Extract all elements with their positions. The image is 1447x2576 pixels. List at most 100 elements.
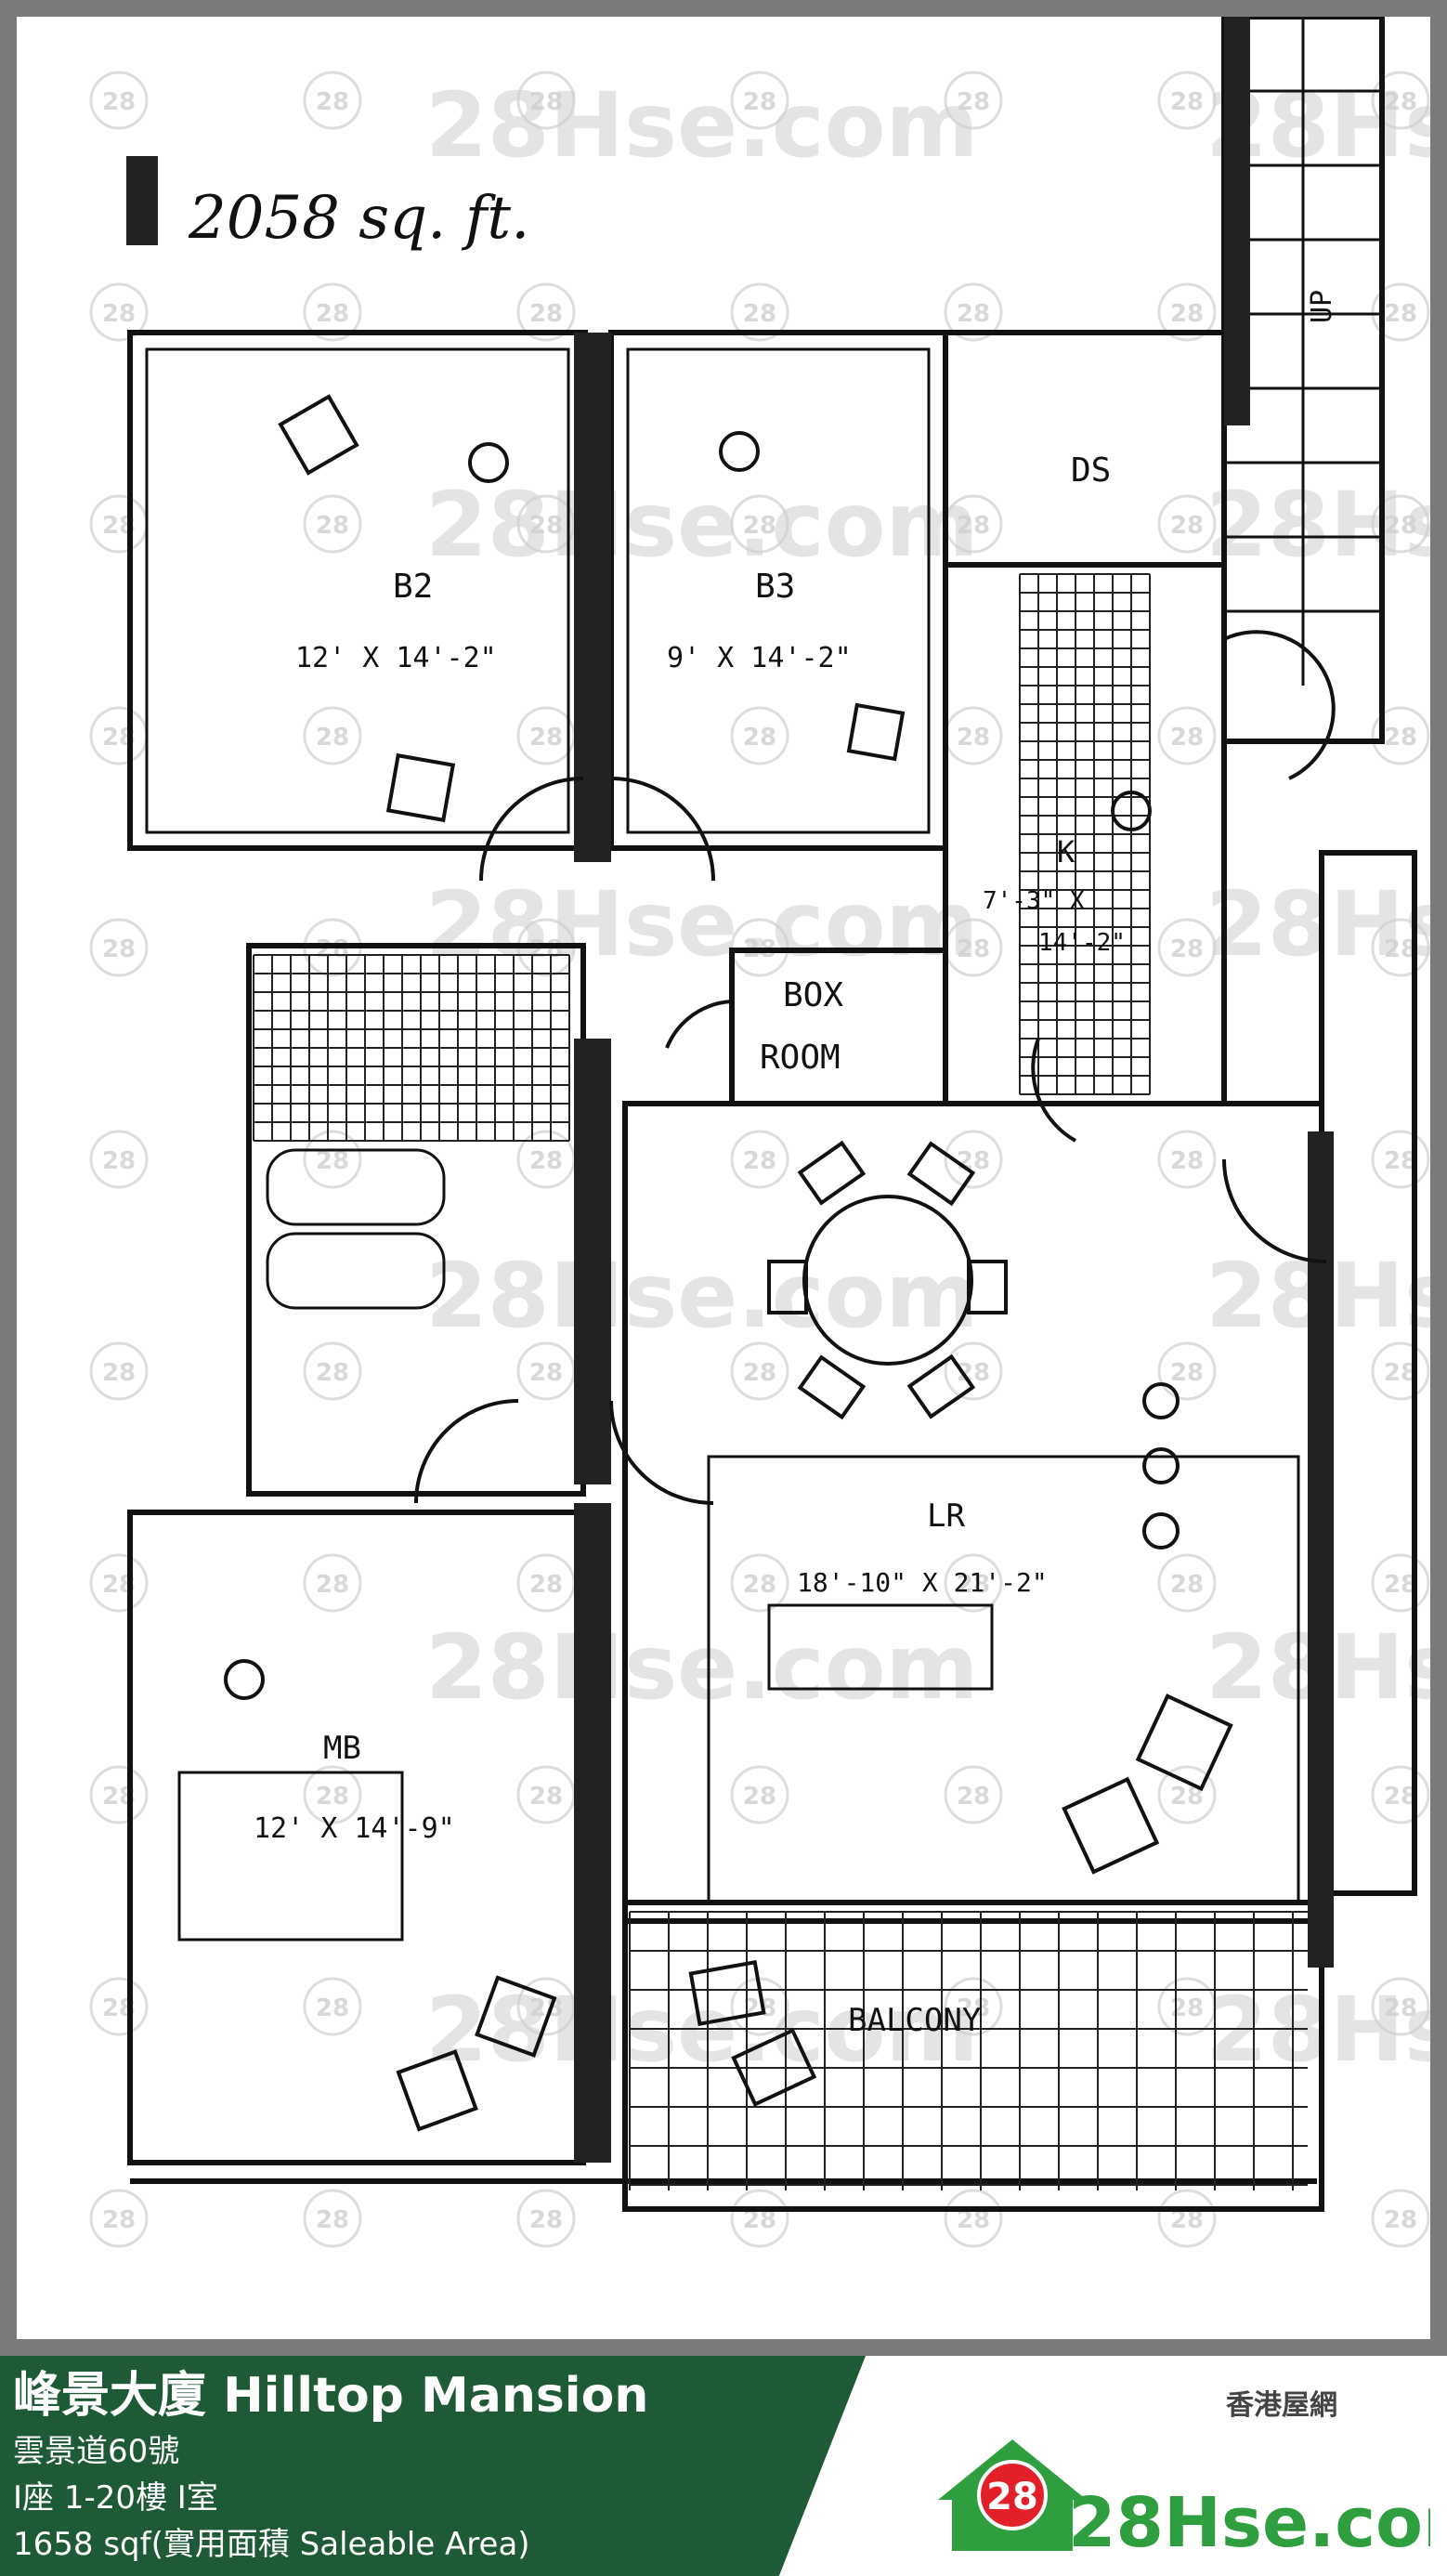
watermark-badge-icon <box>516 2189 576 2248</box>
watermark-badge-text: 28 <box>957 88 990 116</box>
watermark-badge-icon <box>1371 1553 1430 1613</box>
watermark-badge-text: 28 <box>316 1783 349 1811</box>
area-marker <box>126 156 158 245</box>
watermark-badge-icon <box>1371 1765 1430 1824</box>
watermark-badge-icon <box>89 2189 149 2248</box>
watermark-badge-text: 28 <box>743 1783 776 1811</box>
watermark-text: 28Hse.com <box>425 473 979 577</box>
watermark-badge-icon <box>1371 494 1430 554</box>
watermark-badge-text: 28 <box>957 512 990 540</box>
watermark-badge-icon <box>1157 282 1217 342</box>
watermark-badge-text: 28 <box>743 1571 776 1599</box>
room-kitchen-size-2: 14'-2" <box>1038 929 1126 957</box>
watermark-badge-text: 28 <box>1170 1147 1204 1175</box>
watermark-badge-icon <box>303 282 362 342</box>
watermark-badge-text: 28 <box>1384 1994 1417 2022</box>
tile-grids <box>253 573 1308 2190</box>
watermark-badge-icon <box>944 1765 1003 1824</box>
watermark-badge-icon <box>89 918 149 977</box>
watermark-badge-text: 28 <box>1170 1571 1204 1599</box>
watermark-badge-icon <box>1371 282 1430 342</box>
watermark-badge-icon <box>1371 1130 1430 1189</box>
watermark-badge-text: 28 <box>529 1783 563 1811</box>
watermark-badge-text: 28 <box>529 935 563 963</box>
watermark-badge-icon <box>516 71 576 130</box>
watermark-badge-text: 28 <box>1170 300 1204 328</box>
watermark-badge-text: 28 <box>1384 88 1417 116</box>
watermark-badge-icon <box>730 71 789 130</box>
room-kitchen-name: K <box>1057 834 1075 870</box>
watermark-badge-icon <box>303 71 362 130</box>
watermark-badge-text: 28 <box>102 2206 136 2234</box>
watermark-badge-icon <box>730 494 789 554</box>
watermark-badge-text: 28 <box>957 724 990 752</box>
room-ds-name: DS <box>1071 451 1111 490</box>
thick-walls <box>574 17 1334 2163</box>
watermark-badge-text: 28 <box>1170 512 1204 540</box>
watermark-badge-icon <box>944 282 1003 342</box>
room-b2-size: 12' X 14'-2" <box>295 642 497 674</box>
watermark-badge-icon <box>89 1341 149 1401</box>
floor-plan-drawing: 28Hse.com 28Hse.com 28Hse.com 28Hse.com … <box>89 17 1430 2248</box>
watermark-text: 28Hse.com <box>425 73 979 177</box>
watermark-badge-icon <box>944 71 1003 130</box>
watermark-badge-text: 28 <box>743 88 776 116</box>
watermark-badge-text: 28 <box>1170 88 1204 116</box>
watermark-badge-icon <box>303 706 362 765</box>
watermark-badge-text: 28 <box>957 1783 990 1811</box>
watermark-badge-icon <box>1371 2189 1430 2248</box>
watermark-badge-text: 28 <box>743 1359 776 1387</box>
watermark-badge-icon <box>89 1765 149 1824</box>
watermark-badge-icon <box>730 2189 789 2248</box>
watermark-badge-text: 28 <box>1384 724 1417 752</box>
watermark-badge-text: 28 <box>529 724 563 752</box>
watermark-badge-text: 28 <box>957 1571 990 1599</box>
room-lr-name: LR <box>927 1497 965 1535</box>
brand-name: 28Hse.com <box>1068 2483 1430 2560</box>
watermark-badge-text: 28 <box>102 935 136 963</box>
watermark-badge-icon <box>1157 706 1217 765</box>
watermark-badge-text: 28 <box>529 1147 563 1175</box>
watermark-layer: 28Hse.com 28Hse.com 28Hse.com 28Hse.com … <box>425 73 1430 2082</box>
watermark-badge-icon <box>944 1341 1003 1401</box>
watermark-badge-text: 28 <box>316 724 349 752</box>
watermark-badge-icon <box>89 1130 149 1189</box>
watermark-text: 28Hse.com <box>425 1244 979 1348</box>
watermark-badge-icon <box>1371 1977 1430 2036</box>
watermark-badge-icon <box>89 282 149 342</box>
watermark-badge-icon <box>1157 1765 1217 1824</box>
watermark-badge-text: 28 <box>1170 1359 1204 1387</box>
watermark-badge-icon <box>730 1341 789 1401</box>
saleable-area: 1658 sqf(實用面積 Saleable Area) <box>13 2526 530 2563</box>
watermark-badge-text: 28 <box>529 1359 563 1387</box>
watermark-badge-icon <box>1157 918 1217 977</box>
watermark-badge-icon <box>944 2189 1003 2248</box>
watermark-badge-icon <box>944 1553 1003 1613</box>
watermark-text: 28Hse.com <box>425 872 979 976</box>
watermark-badge-icon <box>303 1553 362 1613</box>
watermark-badge-text: 28 <box>1384 300 1417 328</box>
watermark-badge-text: 28 <box>957 935 990 963</box>
watermark-badge-icon <box>1157 1553 1217 1613</box>
watermark-badge-text: 28 <box>102 1359 136 1387</box>
watermark-badge-icon <box>303 1341 362 1401</box>
room-b3-size: 9' X 14'-2" <box>667 642 852 674</box>
watermark-badge-text: 28 <box>957 1994 990 2022</box>
watermark-badge-icon <box>944 1130 1003 1189</box>
watermark-badge-icon <box>303 1130 362 1189</box>
watermark-badge-icon <box>1157 494 1217 554</box>
listing-footer: 峰景大廈 Hilltop Mansion 雲景道60號 I座 1-20樓 I室 … <box>0 2356 1447 2576</box>
room-mb-name: MB <box>323 1730 361 1767</box>
watermark-badge-icon <box>944 1977 1003 2036</box>
watermark-badge-icon <box>89 1553 149 1613</box>
watermark-badge-text: 28 <box>957 300 990 328</box>
watermark-badge-icon <box>1157 1341 1217 1401</box>
building-title: 峰景大廈 Hilltop Mansion <box>13 2368 649 2424</box>
room-b2-name: B2 <box>393 568 433 606</box>
watermark-badge-icon <box>516 282 576 342</box>
watermark-badge-text: 28 <box>102 88 136 116</box>
door-swings <box>414 630 1336 1505</box>
watermark-badge-text: 28 <box>529 88 563 116</box>
watermark-badge-icon <box>730 1977 789 2036</box>
brand-badge-text: 28 <box>986 2476 1038 2518</box>
